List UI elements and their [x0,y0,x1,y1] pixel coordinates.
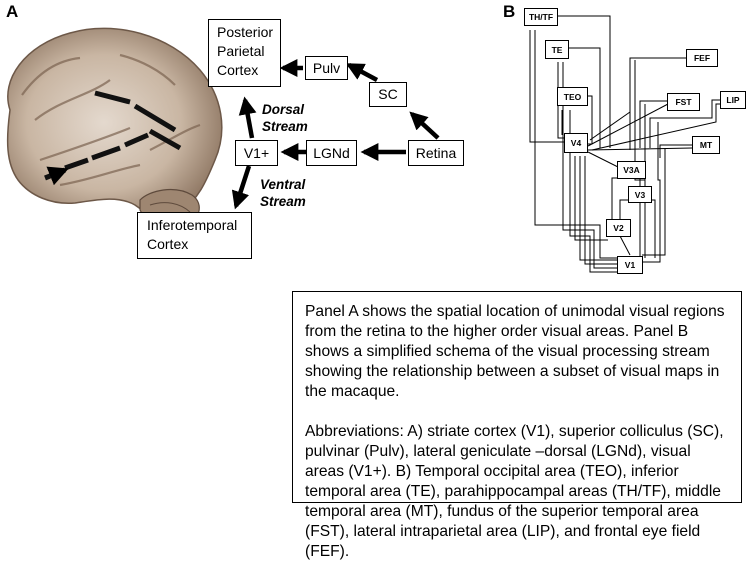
pulv-label: Pulv [312,59,341,76]
ppc-line-1: Posterior [217,24,274,40]
dorsal-line-1: Dorsal [262,102,305,117]
ppc-line-3: Cortex [217,62,259,78]
panel-b-label: B [503,2,516,21]
box-teo: TEO [557,87,588,106]
it-line-1: Inferotemporal [147,217,238,233]
sc-box: SC [369,82,407,107]
ventral-stream-label: Ventral Stream [260,176,306,210]
panel-a-graphics [6,27,440,230]
lgnd-label: LGNd [313,144,350,161]
panel-a-label: A [6,2,19,21]
caption-box: Panel A shows the spatial location of un… [292,291,742,560]
brain-image [6,27,223,230]
pulv-box: Pulv [305,56,348,80]
box-v3: V3 [628,186,652,203]
lgnd-box: LGNd [306,140,357,166]
box-fst: FST [667,93,700,111]
it-line-2: Cortex [147,236,189,252]
fef-label: FEF [693,53,711,63]
sc-label: SC [378,86,398,102]
box-v4: V4 [564,133,588,153]
panel-a-arrows [231,59,440,210]
inferotemporal-cortex-box: Inferotemporal Cortex [137,212,252,259]
box-mt: MT [692,136,720,154]
teo-label: TEO [563,91,582,102]
v3-label: V3 [634,189,646,200]
v2-label: V2 [613,223,624,233]
th-tf-label: TH/TF [528,12,554,22]
v4-label: V4 [570,138,582,148]
retina-label: Retina [415,144,457,161]
dorsal-stream-label: Dorsal Stream [262,101,308,135]
v1plus-label: V1+ [243,144,270,161]
ventral-line-2: Stream [260,194,306,209]
fst-label: FST [675,97,692,107]
ventral-line-1: Ventral [260,177,306,192]
te-label: TE [551,44,563,55]
dorsal-line-2: Stream [262,119,308,134]
box-v2: V2 [606,219,631,237]
box-te: TE [545,40,569,59]
box-v1: V1 [617,256,643,274]
lip-label: LIP [726,95,740,105]
box-lip: LIP [720,91,746,109]
v3a-label: V3A [623,165,640,175]
panel-b-connections [529,15,722,273]
v1plus-box: V1+ [235,140,278,166]
box-v3a: V3A [617,161,646,179]
caption-paragraph-2: Abbreviations: A) striate cortex (V1), s… [305,423,724,560]
mt-label: MT [699,140,713,150]
posterior-parietal-cortex-box: Posterior Parietal Cortex [208,19,281,87]
retina-box: Retina [408,140,464,166]
caption-paragraph-1: Panel A shows the spatial location of un… [305,303,725,400]
box-fef: FEF [686,49,718,67]
box-th-tf: TH/TF [524,8,558,26]
ppc-line-2: Parietal [217,43,265,59]
v1-label: V1 [624,260,636,270]
